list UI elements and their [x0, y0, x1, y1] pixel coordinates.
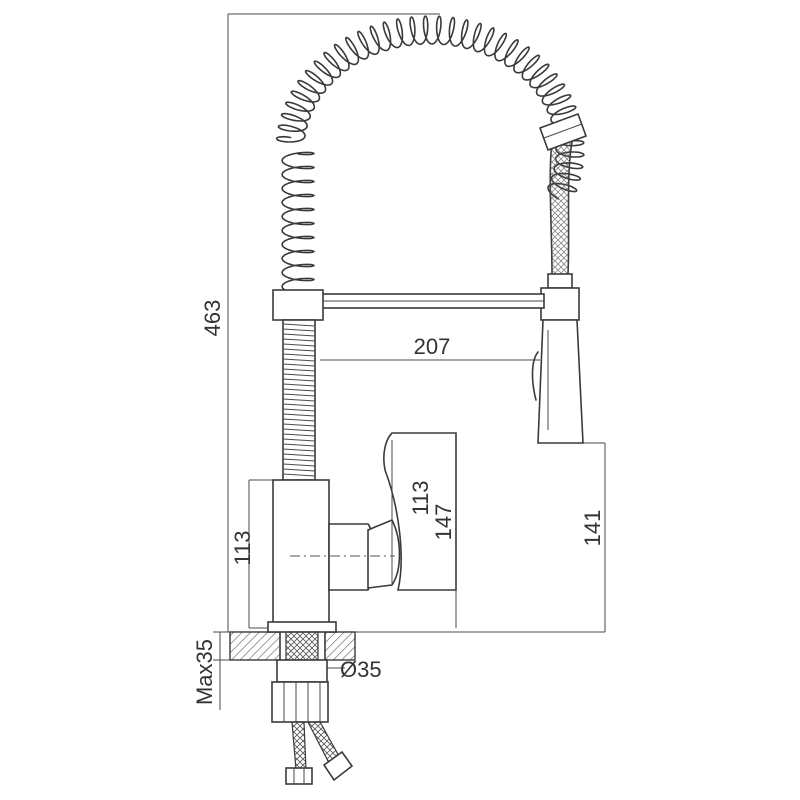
flex-rib: [282, 333, 316, 337]
flex-rib: [282, 373, 316, 377]
flex-rib: [282, 423, 316, 427]
flex-rib: [282, 388, 316, 392]
flex-rib: [282, 453, 316, 457]
flex-rib: [282, 343, 316, 347]
spray-head: [531, 273, 584, 444]
spring-coil-arc: [275, 15, 585, 200]
flex-rib: [282, 413, 316, 417]
dim-handle-top-height: 147: [431, 504, 456, 541]
flex-rib: [282, 348, 316, 352]
flex-rib: [282, 443, 316, 447]
flex-rib: [282, 468, 316, 472]
dim-deck-thickness: Max35: [192, 639, 217, 705]
flex-rib: [282, 473, 316, 477]
flex-rib: [282, 353, 316, 357]
spring-coil-tail: [281, 151, 315, 295]
flex-rib: [282, 323, 316, 327]
dim-reach: 207: [414, 334, 451, 359]
dim-spout-height: 141: [580, 510, 605, 547]
flex-rib: [282, 458, 316, 462]
flex-rib: [282, 383, 316, 387]
flex-rib: [282, 463, 316, 467]
flex-rib: [282, 398, 316, 402]
pull-down-hose: [538, 112, 588, 275]
flex-rib: [282, 438, 316, 442]
flex-rib: [282, 368, 316, 372]
flex-rib: [282, 328, 316, 332]
mixer-body: [328, 432, 457, 591]
flex-rib: [282, 363, 316, 367]
supply-hoses: [285, 721, 354, 785]
flex-rib: [282, 448, 316, 452]
mounting-nut: [271, 659, 329, 723]
flex-rib: [282, 338, 316, 342]
dim-hole-diameter: Ø35: [340, 657, 382, 682]
flex-rib: [282, 418, 316, 422]
flex-rib: [282, 403, 316, 407]
spring-coil: [275, 15, 585, 295]
dim-total-height: 463: [200, 300, 225, 337]
faucet-column: [272, 289, 330, 629]
flex-rib: [282, 433, 316, 437]
dimension-labels: 463 207 113 113 147 141 Max35 Ø35: [192, 300, 605, 705]
flex-rib: [282, 393, 316, 397]
flex-rib: [282, 358, 316, 362]
flex-rib: [282, 408, 316, 412]
spout-arm: [321, 293, 545, 309]
flex-rib: [282, 378, 316, 382]
flex-rib: [282, 428, 316, 432]
dim-body-height: 113: [230, 530, 255, 565]
dim-handle-height: 113: [408, 480, 433, 515]
